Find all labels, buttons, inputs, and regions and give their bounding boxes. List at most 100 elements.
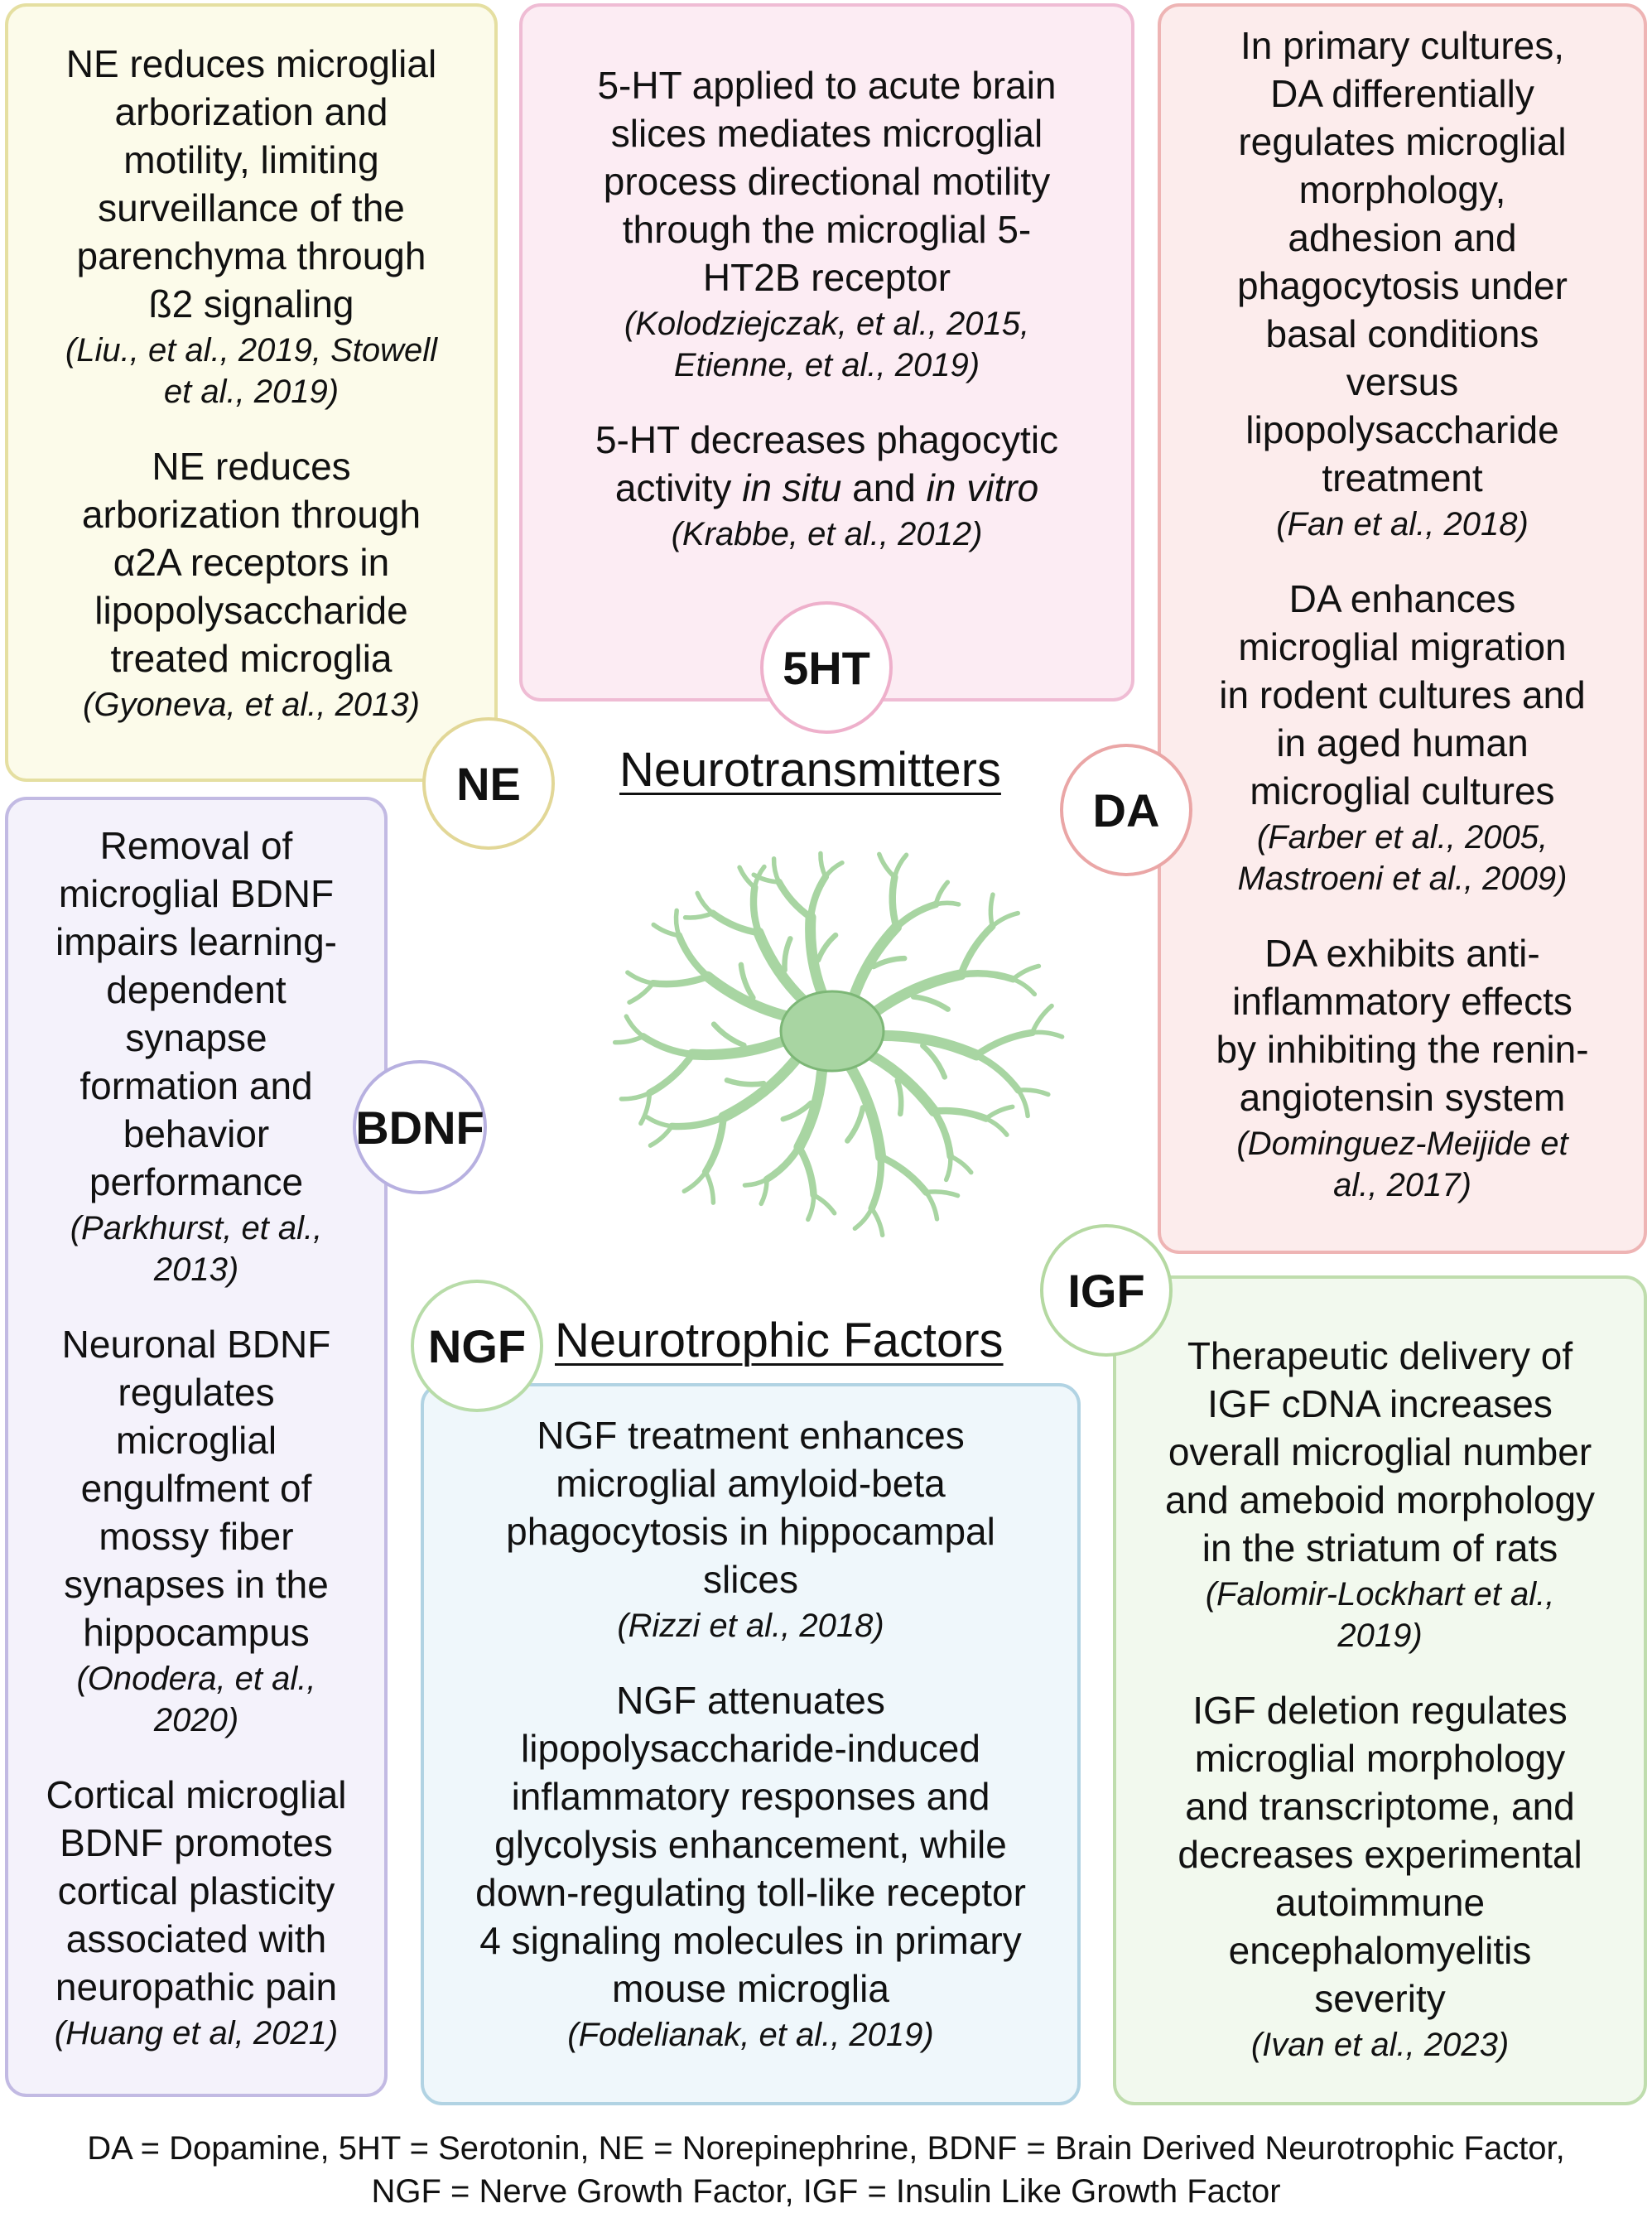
dopamine-citation-2: (Farber et al., 2005,Mastroeni et al., 2… [1237,819,1568,897]
microglia-process [710,1021,747,1049]
neurotransmitters-heading: Neurotransmitters [619,743,1001,797]
serotonin-statement-2: 5-HT decreases phagocytic activity in si… [595,418,1059,509]
microglia-process [648,1124,675,1148]
microglia-process [703,1169,716,1205]
microglia-process [639,1033,696,1058]
bdnf-citation-1: (Parkhurst, et al.,2013) [70,1210,323,1288]
microglia-process [675,932,711,981]
ngf-citation-1: (Rizzi et al., 2018) [617,1608,884,1644]
microglia-process [1029,1003,1054,1035]
dopamine-citation-1: (Fan et al., 2018) [1276,506,1529,542]
microglia-process [811,1193,837,1216]
microglia-process [738,962,756,1000]
microglia-process [742,1177,769,1188]
microglia-process [737,865,758,890]
microglia-process [807,873,830,921]
dopamine-label-circle: DA [1060,744,1192,876]
microglia-process [973,1051,1023,1094]
microglia-process [673,908,682,938]
microglia-process [1010,976,1038,997]
microglia-process [984,1104,1015,1121]
microglia-process [780,1100,814,1122]
microglia-process [695,890,715,916]
microglia-process [682,910,715,920]
neurotrophic-factors-heading: Neurotrophic Factors [555,1314,1004,1367]
microglia-process [984,1116,1009,1137]
microglia-process [845,1105,866,1144]
microglia-process [894,1078,904,1117]
microglia-process [920,1043,948,1080]
abbreviation-legend: DA = Dopamine, 5HT = Serotonin, NE = Nor… [0,2127,1652,2213]
microglia-process [947,1154,974,1175]
bdnf-citation-2: (Onodera, et al.,2020) [76,1661,316,1738]
ne-citation-2: (Gyoneva, et al., 2013) [83,687,420,723]
igf-label-circle: IGF [1040,1224,1173,1357]
microglia-process [624,1014,646,1039]
microglia-process [1016,1087,1030,1119]
microglia-process [1029,1029,1065,1039]
microglia-process [930,1106,990,1122]
microglia-process [815,932,839,963]
microglia-process [973,1029,1036,1059]
microglia-process [957,923,996,978]
microglia-process [889,873,900,931]
microglia-process [870,955,908,970]
microglia-process [612,1034,646,1045]
microglia-process [893,900,940,931]
microglia-process [933,900,961,907]
abbreviation-line-1: DA = Dopamine, 5HT = Serotonin, NE = Nor… [87,2130,1565,2167]
serotonin-entry-2: 5-HT decreases phagocytic activity in si… [523,416,1131,555]
microglia-process [910,994,951,1012]
microglia-process [625,970,656,986]
microglia-process [868,1153,885,1213]
microglia-process [646,1050,696,1097]
microglia-process [930,1107,954,1160]
microglia-process [619,1090,653,1102]
microglia-process [943,1154,953,1183]
microglia-process [752,864,767,890]
abbreviation-line-2: NGF = Nerve Growth Factor, IGF = Insulin… [371,2173,1281,2210]
microglia-process [869,1206,885,1238]
microglia-process [701,1113,727,1176]
microglia-illustration [612,851,1065,1238]
microglia-process [782,936,793,973]
microglia-process [1010,963,1042,982]
microglia-process [627,981,656,1005]
microglia-process [649,972,711,988]
microglia-process [823,860,845,880]
microglia-process [644,1115,675,1129]
microglia-process [923,1189,940,1222]
microglia-process [775,878,815,921]
bdnf-label-circle: BDNF [353,1060,487,1194]
igf-citation-2: (Ivan et al., 2023) [1250,2027,1510,2063]
microglia-cell-body [779,990,885,1073]
microglia-process [771,856,782,885]
microglia-process [818,851,828,880]
microglia-process [877,1153,930,1196]
microglia-process [806,1193,816,1222]
ngf-label-circle: NGF [411,1280,543,1412]
